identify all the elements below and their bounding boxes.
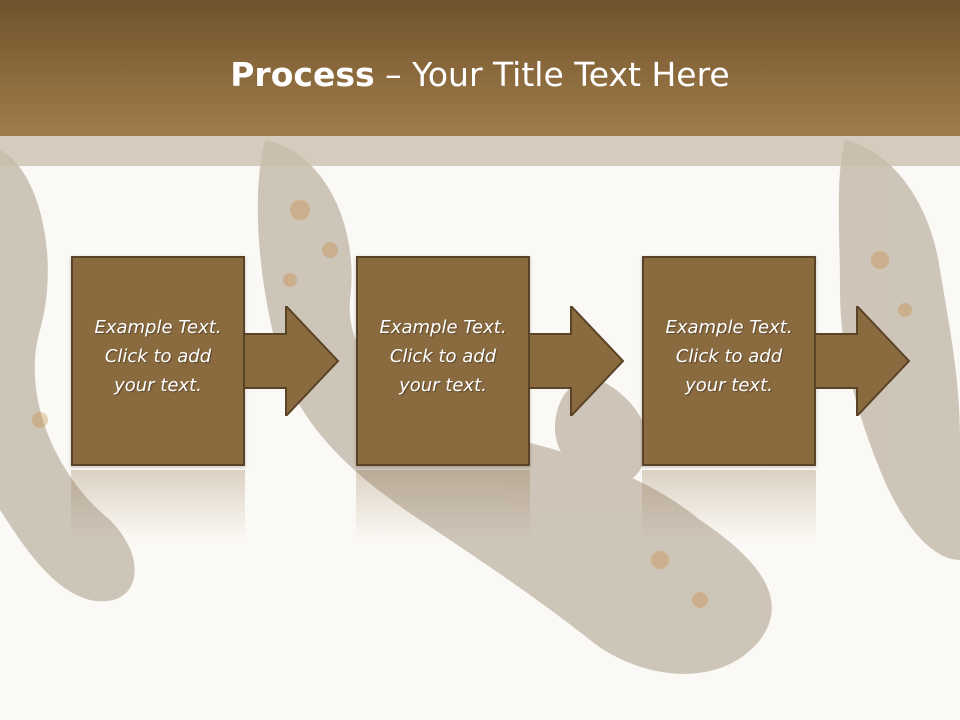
title-rest-text: – Your Title Text Here [374, 55, 730, 94]
title-bar [0, 0, 960, 136]
title-underband [0, 136, 960, 166]
step-1-reflection [71, 470, 245, 540]
slide-title[interactable]: Process – Your Title Text Here [0, 52, 960, 98]
step-3-reflection [642, 470, 816, 540]
title-bold-text: Process [230, 55, 375, 94]
step-2-reflection [356, 470, 530, 540]
right-arrow-icon [529, 306, 625, 416]
process-step-3[interactable]: Example Text. Click to add your text. [642, 256, 816, 466]
step-1-text: Example Text. Click to add your text. [94, 317, 222, 396]
process-step-1[interactable]: Example Text. Click to add your text. [71, 256, 245, 466]
right-arrow-icon [815, 306, 911, 416]
step-3-text: Example Text. Click to add your text. [665, 317, 793, 396]
process-step-2[interactable]: Example Text. Click to add your text. [356, 256, 530, 466]
right-arrow-icon [244, 306, 340, 416]
step-2-text: Example Text. Click to add your text. [379, 317, 507, 396]
